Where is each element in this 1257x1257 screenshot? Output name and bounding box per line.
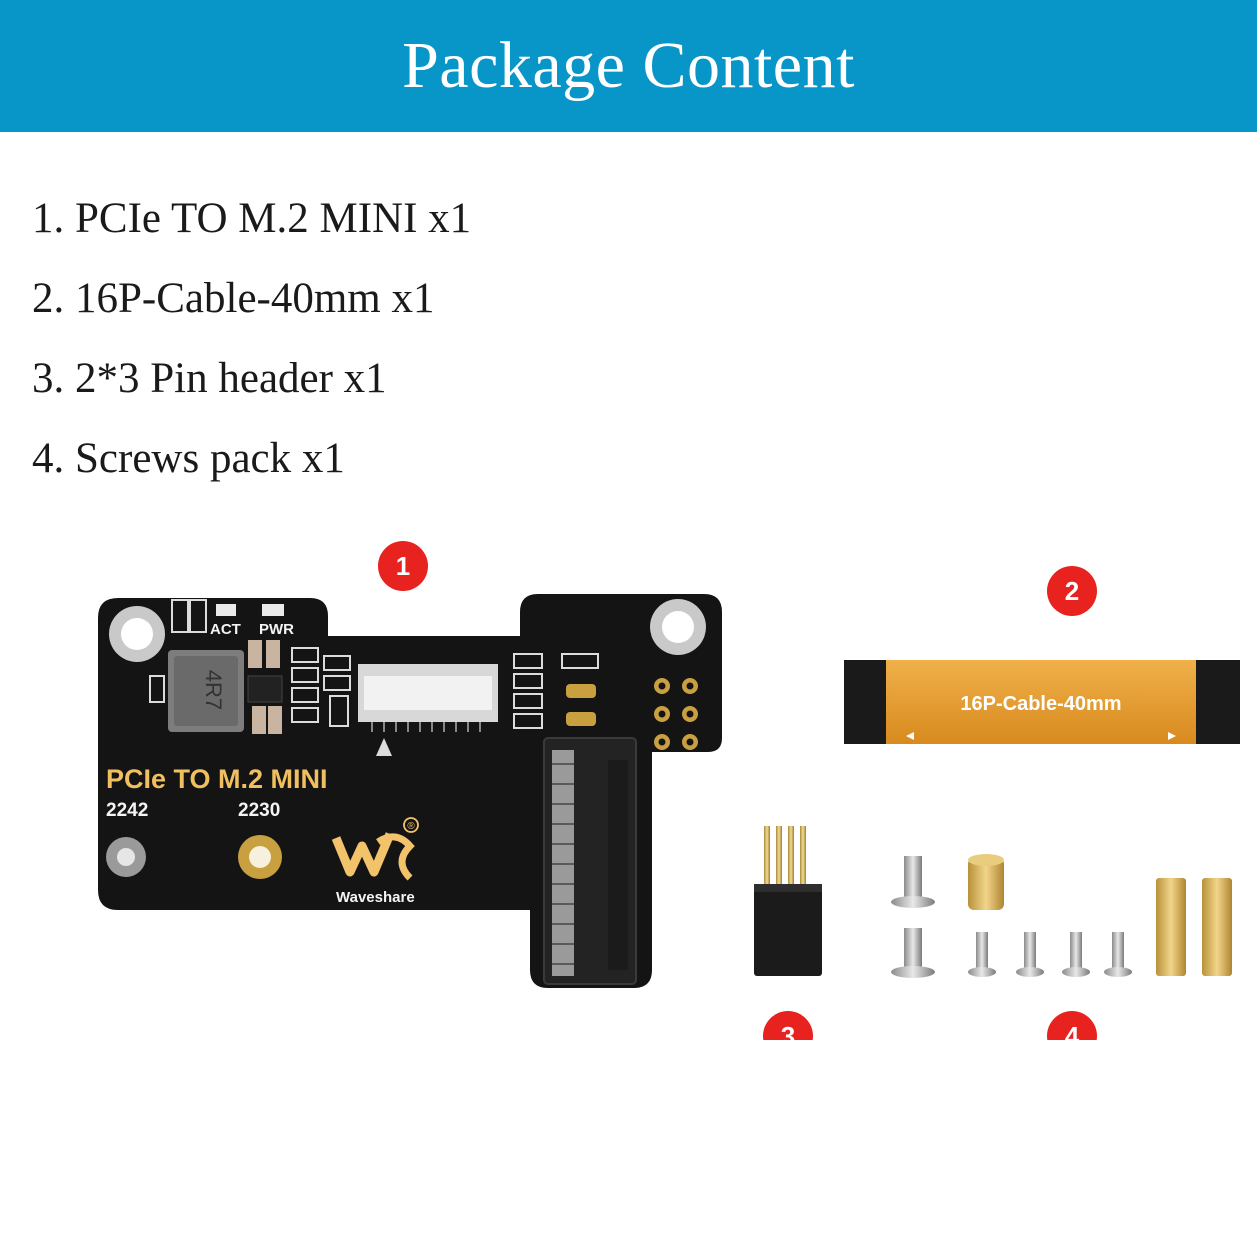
svg-text:2: 2: [1065, 576, 1079, 606]
badge-2: 2: [1047, 566, 1097, 616]
list-item: 2. 16P-Cable-40mm x1: [32, 275, 435, 322]
board-size-2230: 2230: [238, 800, 280, 821]
registered-mark: ®: [407, 821, 415, 832]
badge-1: 1: [378, 541, 428, 591]
package-content-list: 1. PCIe TO M.2 MINI x1 2. 16P-Cable-40mm…: [32, 190, 471, 510]
brand-label: Waveshare: [336, 889, 415, 906]
led-act-label: ACT: [210, 621, 241, 638]
waveshare-logo-icon: [331, 817, 419, 881]
svg-text:1: 1: [396, 551, 410, 581]
badge-4: 4: [1047, 1011, 1097, 1040]
inductor-label: 4R7: [201, 670, 226, 710]
page-title: Package Content: [402, 29, 855, 102]
cable-label: 16P-Cable-40mm: [960, 693, 1121, 715]
list-item: 1. PCIe TO M.2 MINI x1: [32, 195, 472, 242]
led-pwr-label: PWR: [259, 621, 294, 638]
badge-3: 3: [763, 1011, 813, 1040]
header-bar: Package Content: [0, 0, 1257, 132]
svg-text:4: 4: [1065, 1021, 1080, 1040]
screws-pack: [891, 854, 1232, 978]
product-illustration: ACT PWR 4R7: [98, 541, 1240, 1040]
list-item: 3. 2*3 Pin header x1: [32, 355, 387, 402]
pin-header: [754, 826, 822, 976]
svg-text:3: 3: [781, 1021, 795, 1040]
board-title: PCIe TO M.2 MINI: [106, 764, 328, 794]
pcie-board: ACT PWR 4R7: [98, 594, 722, 988]
fpc-cable: 16P-Cable-40mm: [844, 660, 1240, 744]
list-item: 4. Screws pack x1: [32, 435, 345, 482]
board-size-2242: 2242: [106, 800, 148, 821]
